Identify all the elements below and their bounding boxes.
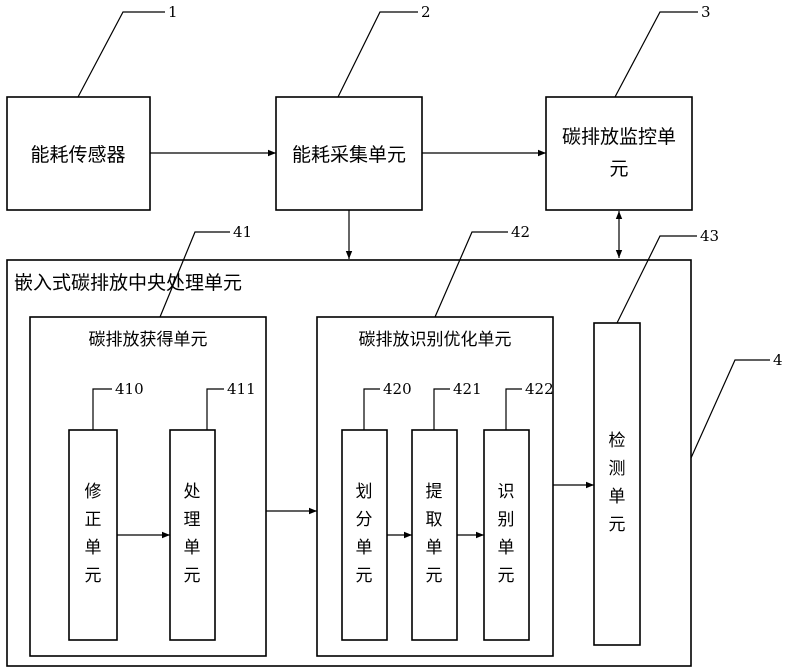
ref-number-41: 41	[233, 223, 252, 241]
detection-unit-char-2: 测	[609, 459, 626, 479]
detection-unit-char-1: 检	[609, 431, 626, 451]
division-unit-char-2: 分	[356, 510, 373, 530]
carbon-identify-label: 碳排放识别优化单元	[359, 330, 512, 350]
detection-unit-char-3: 单	[609, 487, 626, 507]
ref-number-3: 3	[701, 3, 711, 21]
division-unit-char-3: 单	[356, 538, 373, 558]
ref-number-420: 420	[383, 380, 412, 398]
correction-unit-char-4: 元	[85, 566, 102, 586]
energy-collection-label: 能耗采集单元	[292, 144, 406, 166]
ref-number-2: 2	[421, 3, 431, 21]
ref-number-410: 410	[115, 380, 144, 398]
extraction-unit-box	[412, 430, 457, 640]
carbon-acquire-box	[30, 317, 266, 656]
processing-unit-char-1: 处	[184, 482, 201, 502]
correction-unit-char-3: 单	[85, 538, 102, 558]
ref-number-43: 43	[700, 227, 719, 245]
carbon-monitor-label-line2: 元	[609, 158, 628, 180]
recognition-unit-char-1: 识	[498, 482, 515, 502]
carbon-monitor-box	[546, 97, 692, 210]
detection-unit-char-4: 元	[609, 515, 626, 535]
leader-line-3	[615, 12, 698, 97]
processing-unit-char-2: 理	[184, 510, 201, 530]
ref-number-422: 422	[525, 380, 554, 398]
recognition-unit-char-2: 别	[498, 510, 515, 530]
extraction-unit-char-4: 元	[426, 566, 443, 586]
ref-number-411: 411	[227, 380, 256, 398]
embedded-central-unit-label: 嵌入式碳排放中央处理单元	[14, 272, 242, 294]
extraction-unit-char-1: 提	[426, 482, 443, 502]
division-unit-char-4: 元	[356, 566, 373, 586]
leader-line-1	[78, 12, 165, 97]
energy-sensor-label: 能耗传感器	[30, 144, 125, 166]
ref-number-42: 42	[511, 223, 530, 241]
processing-unit-char-4: 元	[184, 566, 201, 586]
division-unit-char-1: 划	[356, 482, 373, 502]
carbon-acquire-label: 碳排放获得单元	[89, 330, 208, 350]
detection-unit-box	[594, 323, 640, 645]
correction-unit-char-1: 修	[85, 482, 102, 502]
carbon-monitor-label-line1: 碳排放监控单	[562, 126, 676, 148]
recognition-unit-box	[484, 430, 529, 640]
division-unit-box	[342, 430, 387, 640]
processing-unit-box	[170, 430, 215, 640]
extraction-unit-char-3: 单	[426, 538, 443, 558]
recognition-unit-char-4: 元	[498, 566, 515, 586]
recognition-unit-char-3: 单	[498, 538, 515, 558]
ref-number-4: 4	[773, 351, 783, 369]
processing-unit-char-3: 单	[184, 538, 201, 558]
extraction-unit-char-2: 取	[426, 510, 443, 530]
correction-unit-char-2: 正	[85, 510, 102, 530]
leader-line-4	[691, 360, 770, 458]
leader-line-2	[338, 12, 418, 97]
ref-number-1: 1	[168, 3, 178, 21]
ref-number-421: 421	[453, 380, 482, 398]
correction-unit-box	[69, 430, 117, 640]
